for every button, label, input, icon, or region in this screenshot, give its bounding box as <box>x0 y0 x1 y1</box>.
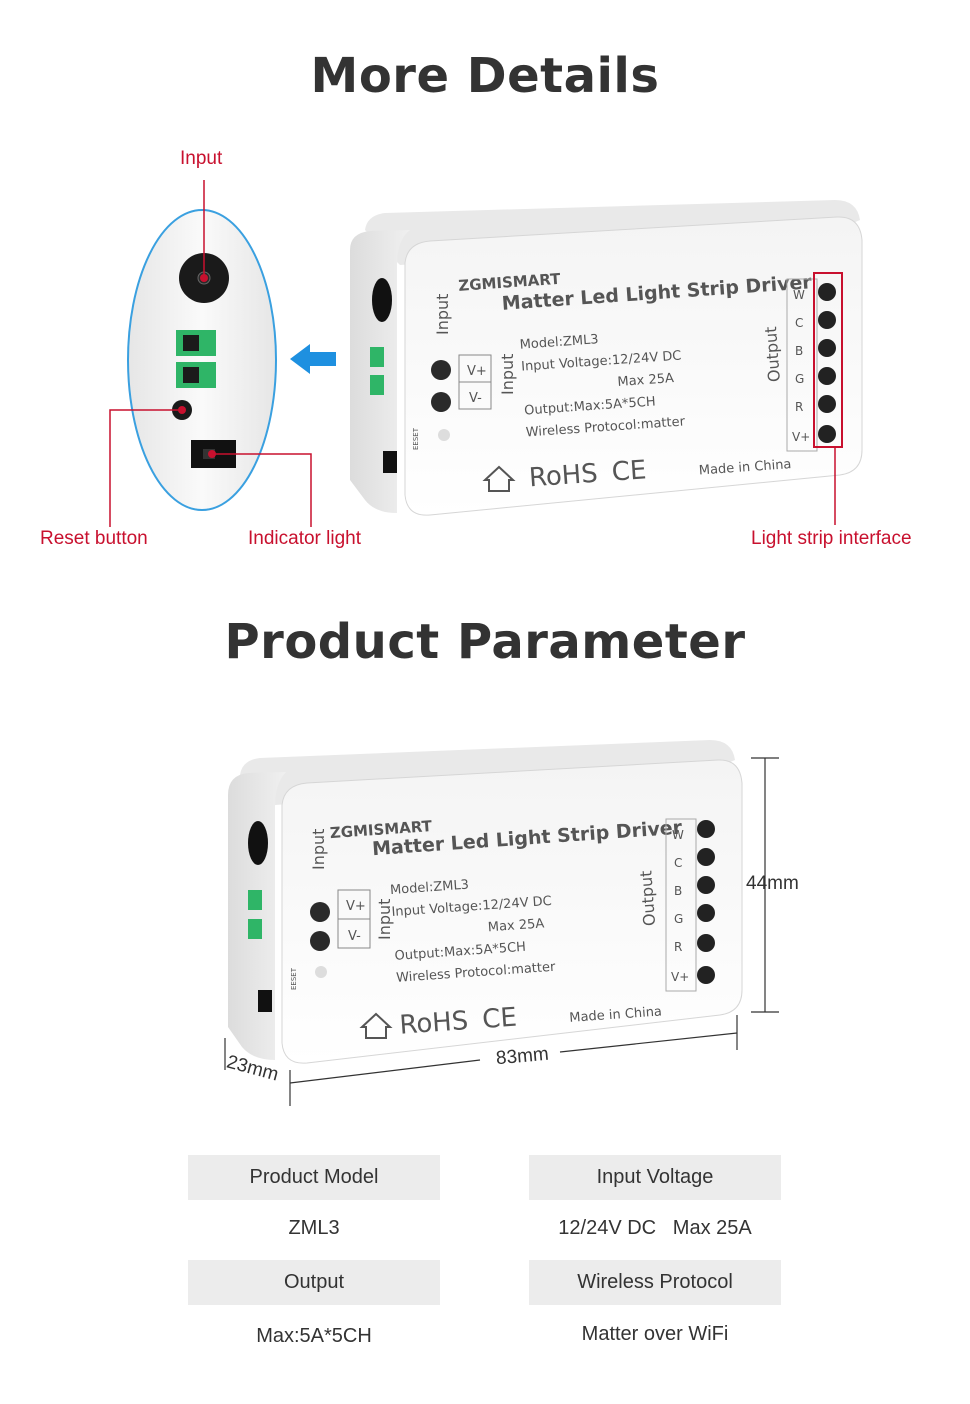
svg-text:W: W <box>672 828 684 842</box>
device-bottom-model: Model:ZML3 <box>390 878 470 898</box>
svg-text:G: G <box>674 912 683 926</box>
label-indicator-light: Indicator light <box>248 528 362 549</box>
param-value-protocol: Matter over WiFi <box>581 1323 729 1345</box>
svg-text:W: W <box>793 288 805 302</box>
device-top-ce: CE <box>611 455 648 487</box>
side-detail-oval <box>109 180 312 527</box>
svg-text:R: R <box>674 940 682 954</box>
svg-text:C: C <box>795 316 803 330</box>
dim-height: 44mm <box>746 873 799 894</box>
param-head-output: Output <box>188 1260 440 1305</box>
param-head-voltage: Input Voltage <box>529 1155 781 1200</box>
device-top-vminus: V- <box>469 391 482 406</box>
device-bottom-reset: EESET <box>290 967 298 990</box>
label-light-strip-interface: Light strip interface <box>751 528 912 549</box>
device-bottom-made-in: Made in China <box>569 1004 663 1025</box>
svg-text:V+: V+ <box>792 430 810 444</box>
device-top-reset: EESET <box>412 427 420 450</box>
svg-text:G: G <box>795 372 804 386</box>
device-top-input-side: Input <box>498 354 517 395</box>
svg-text:B: B <box>795 344 803 358</box>
device-top-made-in: Made in China <box>698 457 792 478</box>
device-bottom-input-side: Input <box>375 899 394 940</box>
label-input: Input <box>180 148 223 169</box>
device-bottom-vminus: V- <box>348 929 361 944</box>
house-icon <box>482 465 516 492</box>
device-bottom-input-top: Input <box>309 829 328 870</box>
device-bottom-output-label: Output <box>636 870 659 927</box>
label-reset-button: Reset button <box>40 528 148 549</box>
details-title: More Details <box>310 48 660 104</box>
device-bottom-channels: W C B G R V+ <box>665 818 715 992</box>
param-value-voltage: 12/24V DC Max 25A <box>558 1217 752 1239</box>
param-head-protocol: Wireless Protocol <box>529 1260 781 1305</box>
light-strip-highlight <box>813 272 843 448</box>
svg-text:R: R <box>795 400 803 414</box>
device-top-rohs: RoHS <box>528 459 599 494</box>
device-bottom-vplus: V+ <box>346 899 366 914</box>
device-top-vplus: V+ <box>467 364 487 379</box>
device-top-max: Max 25A <box>617 371 674 390</box>
svg-text:C: C <box>674 856 682 870</box>
left-arrow-icon <box>290 344 336 374</box>
device-illustration-bottom: V+ V- Input Input ZGMISMART Matter Led L… <box>228 740 743 1064</box>
svg-text:B: B <box>674 884 682 898</box>
house-icon <box>359 1012 393 1039</box>
param-head-model: Product Model <box>188 1155 440 1200</box>
dim-width: 83mm <box>495 1043 550 1070</box>
svg-text:V+: V+ <box>671 970 689 984</box>
device-bottom-max: Max 25A <box>487 916 544 935</box>
param-value-model: ZML3 <box>288 1217 340 1239</box>
dimension-lines <box>224 757 779 1106</box>
device-illustration-top: V+ V- Input Input ZGMISMART Matter Led L… <box>350 200 863 525</box>
device-top-input-top: Input <box>433 294 452 335</box>
param-value-output: Max:5A*5CH <box>256 1325 372 1347</box>
parameter-title: Product Parameter <box>224 614 746 670</box>
device-top-model: Model:ZML3 <box>519 332 599 352</box>
device-bottom-ce: CE <box>481 1003 518 1035</box>
device-bottom-rohs: RoHS <box>398 1006 469 1041</box>
device-top-channels: W C B G R V+ <box>786 278 836 452</box>
device-top-output-label: Output <box>761 326 784 383</box>
